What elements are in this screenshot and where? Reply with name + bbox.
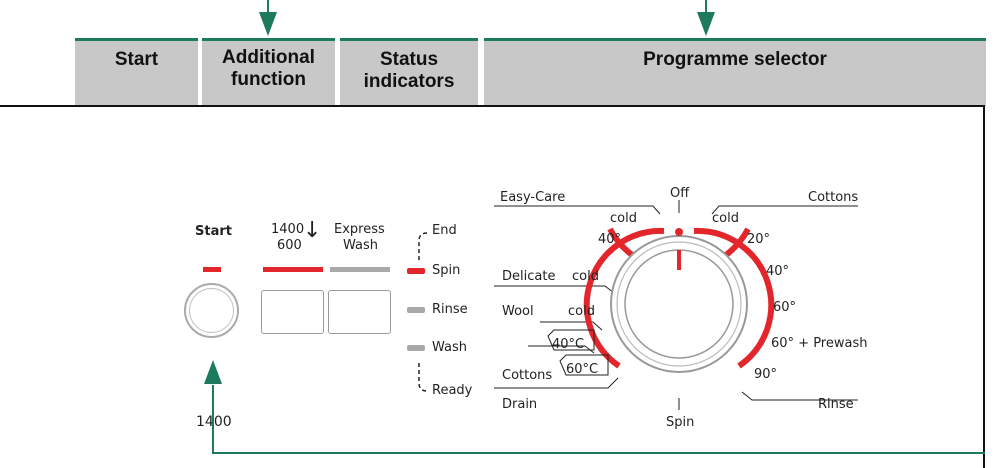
- control-panel: [0, 105, 985, 468]
- arrow-down-icon: [259, 12, 277, 36]
- dial-right-40: 40°: [766, 264, 789, 279]
- programme-dial[interactable]: Easy-Care cold 40° Delicate cold Wool co…: [490, 180, 870, 440]
- speed-down-arrow-icon: ↓: [303, 218, 322, 243]
- status-ready-label: Ready: [432, 383, 473, 398]
- dial-right-90: 90°: [754, 367, 777, 382]
- status-end-label: End: [432, 223, 457, 238]
- dial-wool-40c: 40°C: [552, 337, 584, 352]
- speed-led: [263, 267, 323, 272]
- dial-delicate-cold: cold: [572, 269, 599, 284]
- header-start-label: Start: [114, 49, 159, 70]
- dial-cottons-right: Cottons: [808, 190, 858, 205]
- header-additional-function: Additional function: [202, 38, 335, 106]
- dial-right-60-prewash: 60° + Prewash: [771, 336, 867, 351]
- express-led: [330, 267, 390, 272]
- dial-cottons-60c: 60°C: [566, 362, 598, 377]
- dial-right-cold: cold: [712, 211, 739, 226]
- header-start: Start: [75, 38, 198, 106]
- speed-bottom-label: 600: [277, 238, 302, 253]
- express-label-line2: Wash: [343, 238, 379, 253]
- start-led: [203, 267, 221, 272]
- header-status-indicators: Status indicators: [340, 38, 478, 106]
- speed-top-label: 1400: [271, 222, 305, 237]
- header-additional-line2: function: [231, 69, 306, 90]
- dial-cottons-left: Cottons: [502, 368, 552, 383]
- spin-speed-button[interactable]: [261, 290, 324, 334]
- start-button[interactable]: [184, 283, 239, 338]
- header-programme-label: Programme selector: [643, 49, 827, 70]
- status-spin-led: [407, 268, 425, 274]
- dial-wool: Wool: [502, 304, 534, 319]
- dial-delicate: Delicate: [502, 269, 555, 284]
- status-wash-led: [407, 345, 425, 351]
- dial-right-20: 20°: [747, 232, 770, 247]
- dial-wool-cold: cold: [568, 304, 595, 319]
- status-spin-label: Spin: [432, 263, 461, 278]
- header-additional-line1: Additional: [222, 47, 315, 68]
- dial-spin: Spin: [666, 415, 694, 430]
- status-rinse-led: [407, 307, 425, 313]
- dial-right-60: 60°: [773, 300, 796, 315]
- dial-easy-40: 40°: [598, 232, 621, 247]
- status-bracket: [418, 232, 428, 392]
- header-programme-selector: Programme selector: [484, 38, 986, 106]
- dial-drain: Drain: [502, 397, 537, 412]
- header-status-line1: Status: [379, 49, 439, 70]
- dial-rinse: Rinse: [818, 397, 854, 412]
- dial-off: Off: [670, 186, 690, 201]
- dial-off-dot: [675, 228, 683, 236]
- dial-pointer: [677, 250, 681, 270]
- dial-easy-cold: cold: [610, 211, 637, 226]
- status-rinse-label: Rinse: [432, 302, 468, 317]
- dial-easy-care: Easy-Care: [500, 190, 565, 205]
- express-wash-button[interactable]: [328, 290, 391, 334]
- arrow-up-icon: [204, 360, 222, 384]
- express-label-line1: Express: [334, 222, 385, 237]
- start-button-inner-ring: [189, 288, 234, 333]
- header-status-line2: indicators: [363, 71, 455, 92]
- status-wash-label: Wash: [432, 340, 468, 355]
- arrow-down-icon-2: [697, 12, 715, 36]
- start-label: Start: [195, 224, 232, 239]
